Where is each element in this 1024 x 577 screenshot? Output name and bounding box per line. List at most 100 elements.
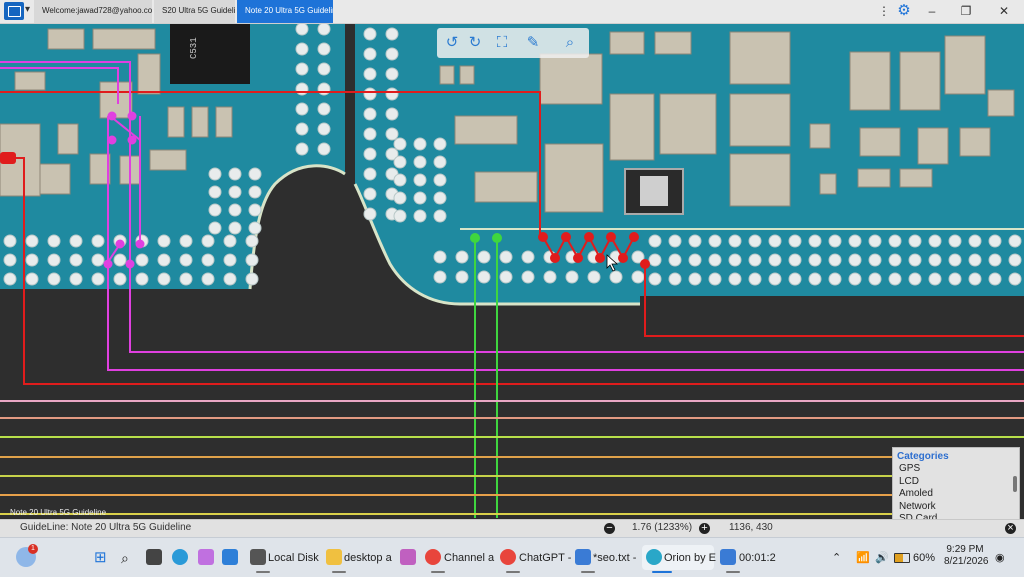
bga-pad <box>69 234 83 248</box>
notifications-icon[interactable]: ◉ <box>995 552 1005 564</box>
taskbar-app-desktop[interactable]: desktop a <box>344 552 392 564</box>
bga-pad <box>631 250 645 264</box>
orion-app-icon[interactable] <box>4 2 24 20</box>
category-sd-card[interactable]: SD Card <box>899 513 938 521</box>
taskbar-app-chatgpt[interactable]: ChatGPT - <box>519 552 572 564</box>
bga-pad <box>708 272 722 286</box>
notification-badge: 1 <box>28 544 38 554</box>
rotate-right-icon[interactable]: ↻ <box>468 34 482 51</box>
bga-pad <box>91 272 105 286</box>
volume-icon[interactable]: 🔊 <box>875 552 889 564</box>
tab-label: S20 Ultra 5G Guideline <box>162 6 235 15</box>
tab-label: Welcome:jawad728@yahoo.com - Orion <box>42 6 152 15</box>
close-panel-icon[interactable]: × <box>1005 523 1016 534</box>
category-lcd[interactable]: LCD <box>899 476 920 487</box>
bga-pad <box>848 253 862 267</box>
bga-pad <box>928 253 942 267</box>
battery-percent: 60% <box>913 552 936 564</box>
bga-pad <box>1008 272 1022 286</box>
taskbar-app-channel[interactable]: Channel a <box>444 552 495 564</box>
bga-pad <box>1008 253 1022 267</box>
bga-pad <box>179 253 193 267</box>
bga-pad <box>113 253 127 267</box>
pen-tool-icon[interactable]: ✎ <box>526 34 540 51</box>
tab-welcome[interactable]: Welcome:jawad728@yahoo.com - Orion <box>34 0 152 23</box>
zoom-out-button[interactable]: − <box>604 523 615 534</box>
bga-pad <box>968 234 982 248</box>
bga-pad <box>393 209 407 223</box>
board-canvas[interactable]: C531 <box>0 24 1024 518</box>
bga-pad <box>363 167 377 181</box>
bga-pad <box>587 270 601 284</box>
bga-pad <box>317 122 331 136</box>
bga-pad <box>477 250 491 264</box>
bga-pad <box>609 270 623 284</box>
bga-pad <box>201 272 215 286</box>
categories-panel[interactable]: Categories GPS LCD Amoled Network SD Car… <box>892 447 1020 521</box>
clock-date: 8/21/2026 <box>944 556 989 567</box>
system-clock[interactable]: 9:29 PM 8/21/2026 <box>944 544 989 568</box>
task-view-icon[interactable] <box>146 549 162 565</box>
edge-browser-icon[interactable] <box>172 549 188 565</box>
category-amoled[interactable]: Amoled <box>899 488 933 499</box>
maximize-button[interactable]: ❐ <box>960 4 972 18</box>
running-indicator <box>431 571 445 573</box>
bga-pad <box>688 234 702 248</box>
category-network[interactable]: Network <box>899 501 936 512</box>
bga-pad <box>668 272 682 286</box>
bga-pad <box>69 253 83 267</box>
store-icon[interactable] <box>222 549 238 565</box>
search-icon[interactable]: ⌕ <box>565 34 575 51</box>
taskbar-app-seo-txt[interactable]: *seo.txt - <box>593 552 637 564</box>
bga-pad <box>868 234 882 248</box>
bga-pad <box>908 253 922 267</box>
bga-pad <box>908 234 922 248</box>
wifi-icon[interactable]: 📶 <box>856 552 870 564</box>
chevron-up-icon[interactable]: ⌃ <box>832 552 842 564</box>
bga-pad <box>888 272 902 286</box>
taskbar-app-local-disk[interactable]: Local Disk <box>268 552 319 564</box>
bga-pad <box>968 253 982 267</box>
bga-pad <box>245 253 259 267</box>
rotate-left-icon[interactable]: ↺ <box>445 34 459 51</box>
bga-pad <box>69 272 83 286</box>
fit-screen-icon[interactable]: ⛶ <box>496 34 508 51</box>
trace-red <box>0 91 541 236</box>
bga-pad <box>363 87 377 101</box>
windows-start-icon[interactable]: ⊞ <box>94 549 107 566</box>
bga-pad <box>135 253 149 267</box>
board-viewer[interactable]: C531 <box>0 24 1024 518</box>
bga-pad <box>295 24 309 36</box>
tab-note20-ultra[interactable]: Note 20 Ultra 5G Guideline <box>237 0 333 23</box>
bga-pad <box>25 253 39 267</box>
taskbar-app-recorder[interactable]: 00:01:2 <box>739 552 776 564</box>
bga-pad <box>928 234 942 248</box>
status-bar: GuideLine: Note 20 Ultra 5G Guideline − … <box>0 519 1024 537</box>
zoom-in-button[interactable]: + <box>699 523 710 534</box>
bga-pad <box>385 47 399 61</box>
bga-pad <box>3 234 17 248</box>
bga-pad <box>648 253 662 267</box>
category-gps[interactable]: GPS <box>899 463 921 474</box>
bga-pad <box>393 155 407 169</box>
copilot-icon[interactable] <box>198 549 214 565</box>
battery-icon[interactable] <box>894 553 910 563</box>
minimize-button[interactable]: – <box>928 4 936 18</box>
bga-pad <box>455 270 469 284</box>
bga-pad <box>413 173 427 187</box>
bga-pad <box>828 253 842 267</box>
search-icon[interactable]: ⌕ <box>121 550 129 566</box>
categories-scrollbar[interactable] <box>1013 476 1017 492</box>
bga-pad <box>157 253 171 267</box>
more-options-icon[interactable]: ⋮ <box>878 4 890 18</box>
settings-gear-icon[interactable]: ⚙ <box>897 2 911 19</box>
guideline-status: GuideLine: Note 20 Ultra 5G Guideline <box>20 522 192 533</box>
tab-s20-ultra[interactable]: S20 Ultra 5G Guideline <box>154 0 235 23</box>
taskbar-app-orion[interactable]: Orion by E <box>664 552 716 564</box>
bga-pad <box>317 24 331 36</box>
menu-dropdown-icon[interactable]: ▾ <box>25 4 31 15</box>
close-button[interactable]: ✕ <box>998 4 1010 18</box>
running-indicator <box>256 571 270 573</box>
bga-pad <box>748 253 762 267</box>
bga-pad <box>988 272 1002 286</box>
